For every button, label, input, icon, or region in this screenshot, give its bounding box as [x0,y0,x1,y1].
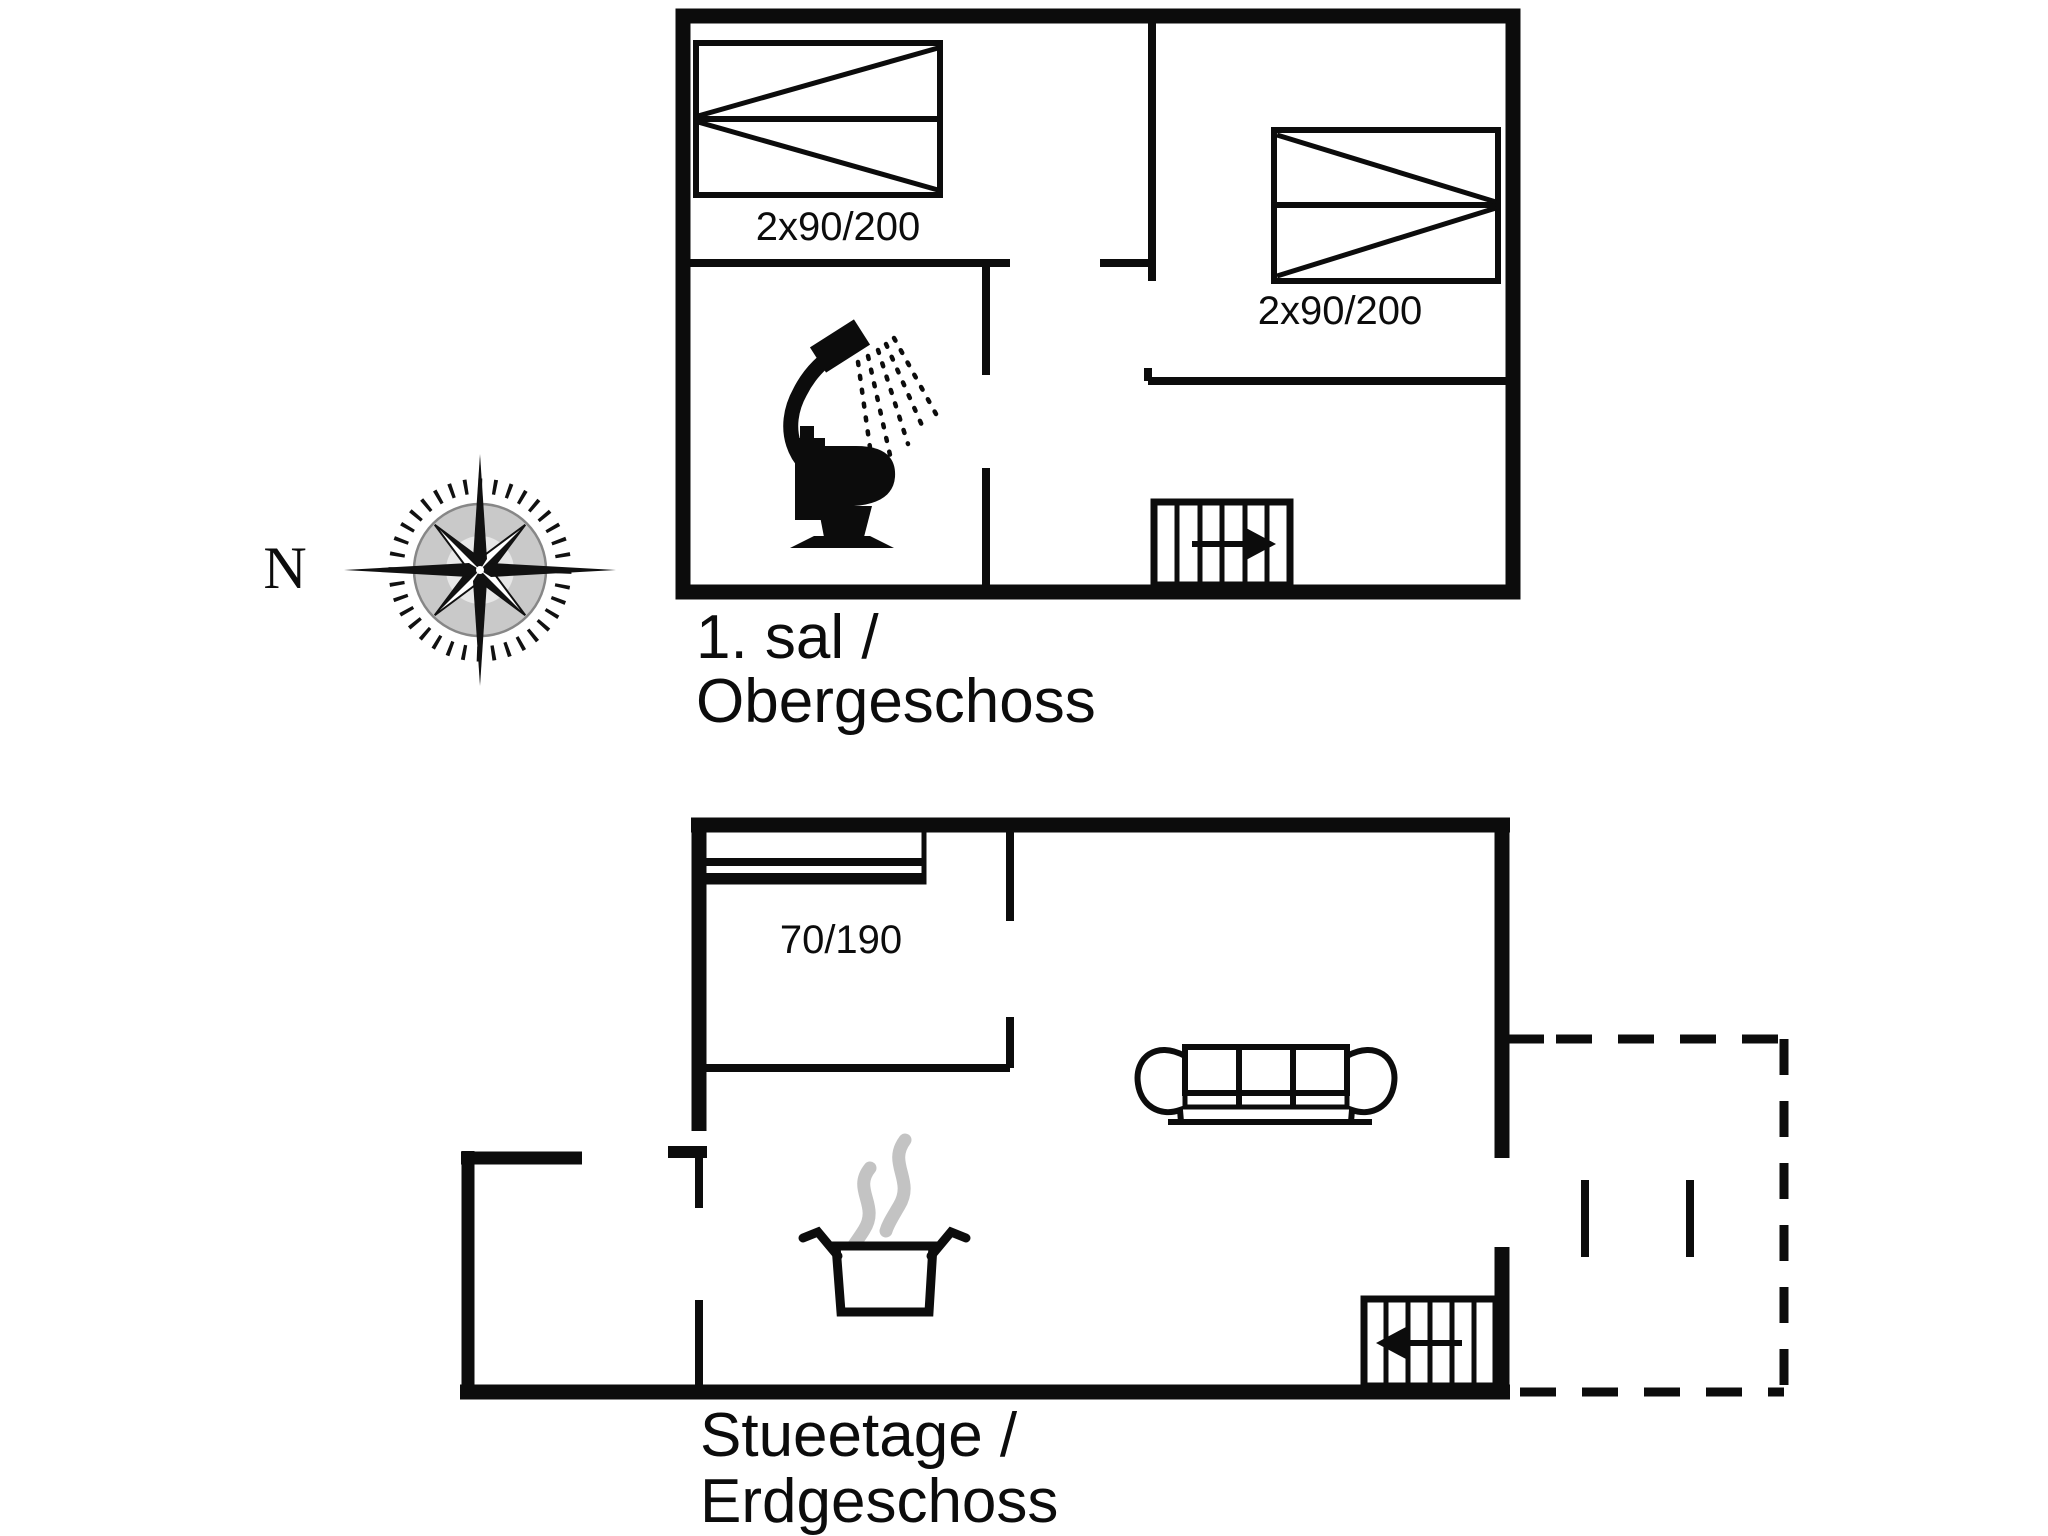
single-bed-icon [697,827,927,885]
upper-interior-walls [690,23,1506,585]
compass-north-label: N [263,535,306,601]
upper-floor-label-line2: Obergeschoss [696,667,1096,736]
lower-floor-label-line2: Erdgeschoss [700,1467,1058,1536]
stairs-down-arrow-icon [1360,1295,1500,1390]
upper-outer-walls [675,8,1521,600]
lower-floor-label-line1: Stueetage / [700,1401,1018,1470]
compass-rose-icon: N [263,454,616,686]
stairs-up-arrow-icon [1150,498,1294,589]
cooking-pot-steam-icon [798,1133,971,1317]
lower-interior-walls [692,832,1014,1072]
lower-floor-plan: 70/190 [460,817,1789,1536]
bed-size-label: 2x90/200 [1258,289,1423,333]
lower-outer-walls [460,817,1510,1400]
annex-walls [461,1146,707,1399]
bed-size-label: 70/190 [780,918,902,962]
double-bed-icon [1271,127,1501,284]
upper-floor-label-line1: 1. sal / [696,603,879,672]
toilet-icon [790,426,896,548]
bed-size-label: 2x90/200 [756,205,921,249]
upper-floor-plan: 2x90/200 2x90/200 [675,8,1521,736]
terrace-dashed-outline-icon [1509,1034,1789,1397]
sofa-icon [1134,1044,1398,1125]
double-bed-icon [693,40,943,198]
